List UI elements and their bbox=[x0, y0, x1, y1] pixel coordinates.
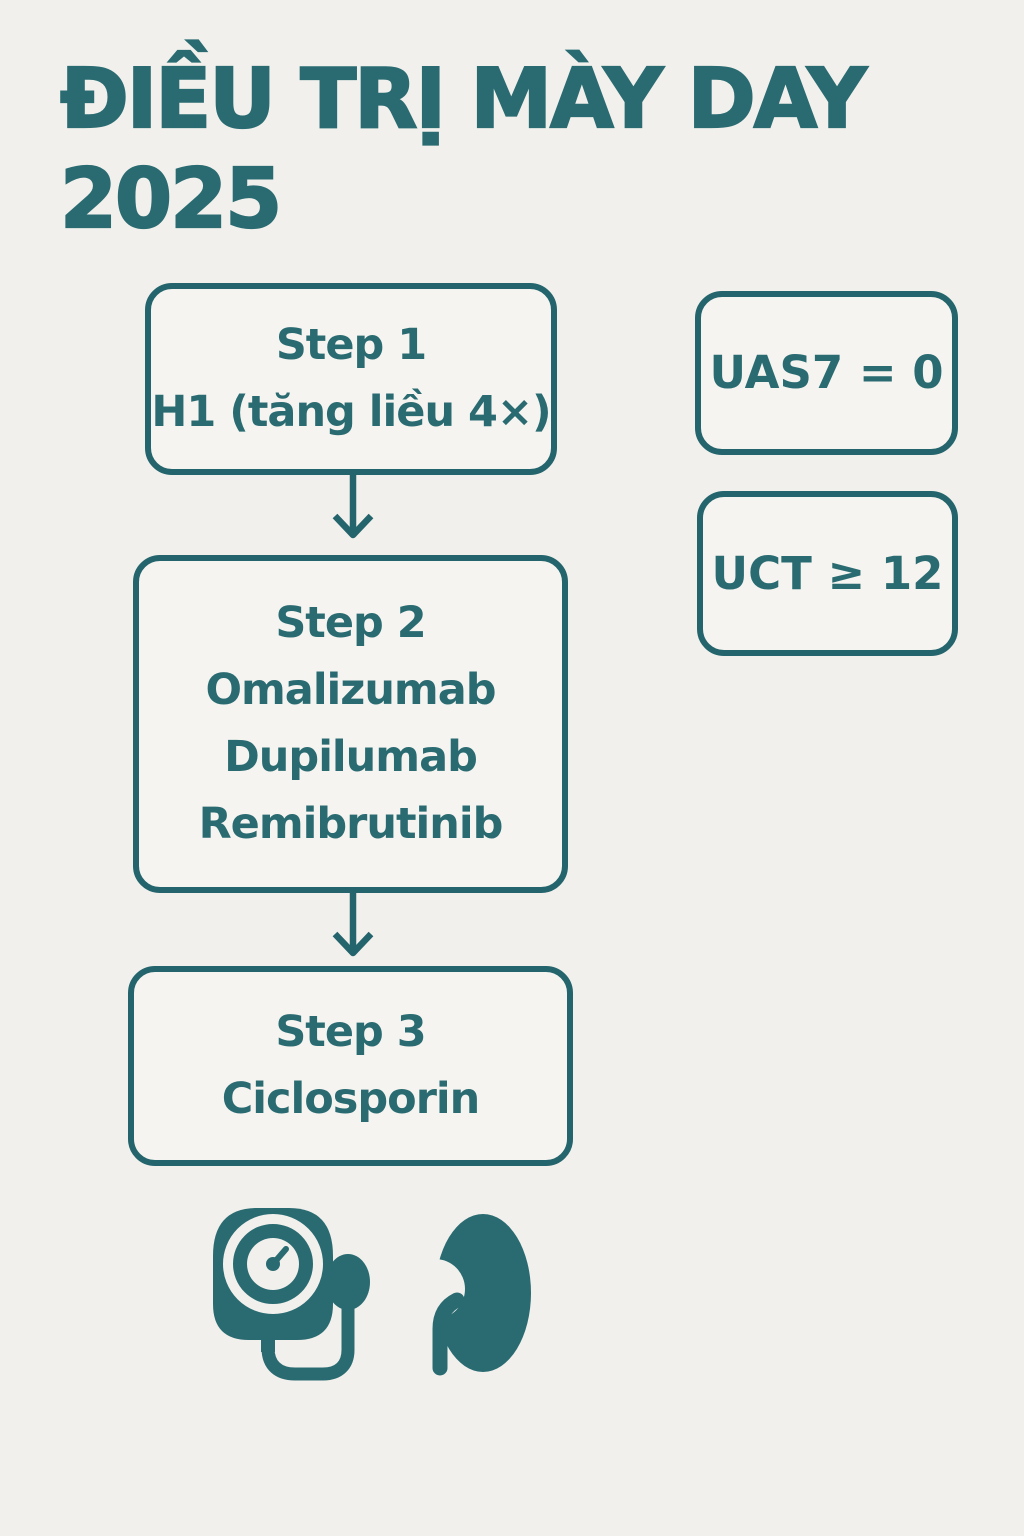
step3-treatment: Ciclosporin bbox=[221, 1074, 481, 1124]
step2-treatment: Remibrutinib bbox=[198, 799, 504, 849]
step2-treatment: Omalizumab bbox=[205, 665, 496, 715]
step2-heading: Step 2 bbox=[275, 598, 426, 648]
uct-criterion-box: UCT ≥ 12 bbox=[697, 491, 958, 656]
arrow-step2-to-step3-icon bbox=[331, 889, 375, 967]
step1-box: Step 1 H1 (tăng liều 4×) bbox=[145, 283, 557, 475]
page-title: ĐIỀU TRỊ MÀY DAY 2025 bbox=[59, 51, 868, 248]
step2-box: Step 2 Omalizumab Dupilumab Remibrutinib bbox=[133, 555, 568, 893]
step3-heading: Step 3 bbox=[275, 1007, 426, 1057]
uas7-label: UAS7 = 0 bbox=[709, 346, 944, 399]
step2-treatment: Dupilumab bbox=[224, 732, 478, 782]
blood-pressure-monitor-icon bbox=[211, 1200, 391, 1382]
uct-label: UCT ≥ 12 bbox=[711, 546, 944, 600]
step1-treatment: H1 (tăng liều 4×) bbox=[151, 387, 551, 437]
uas7-criterion-box: UAS7 = 0 bbox=[695, 291, 958, 455]
kidney-icon bbox=[421, 1212, 533, 1382]
step1-heading: Step 1 bbox=[275, 320, 427, 370]
arrow-step1-to-step2-icon bbox=[331, 471, 375, 549]
step3-box: Step 3 Ciclosporin bbox=[128, 966, 573, 1166]
